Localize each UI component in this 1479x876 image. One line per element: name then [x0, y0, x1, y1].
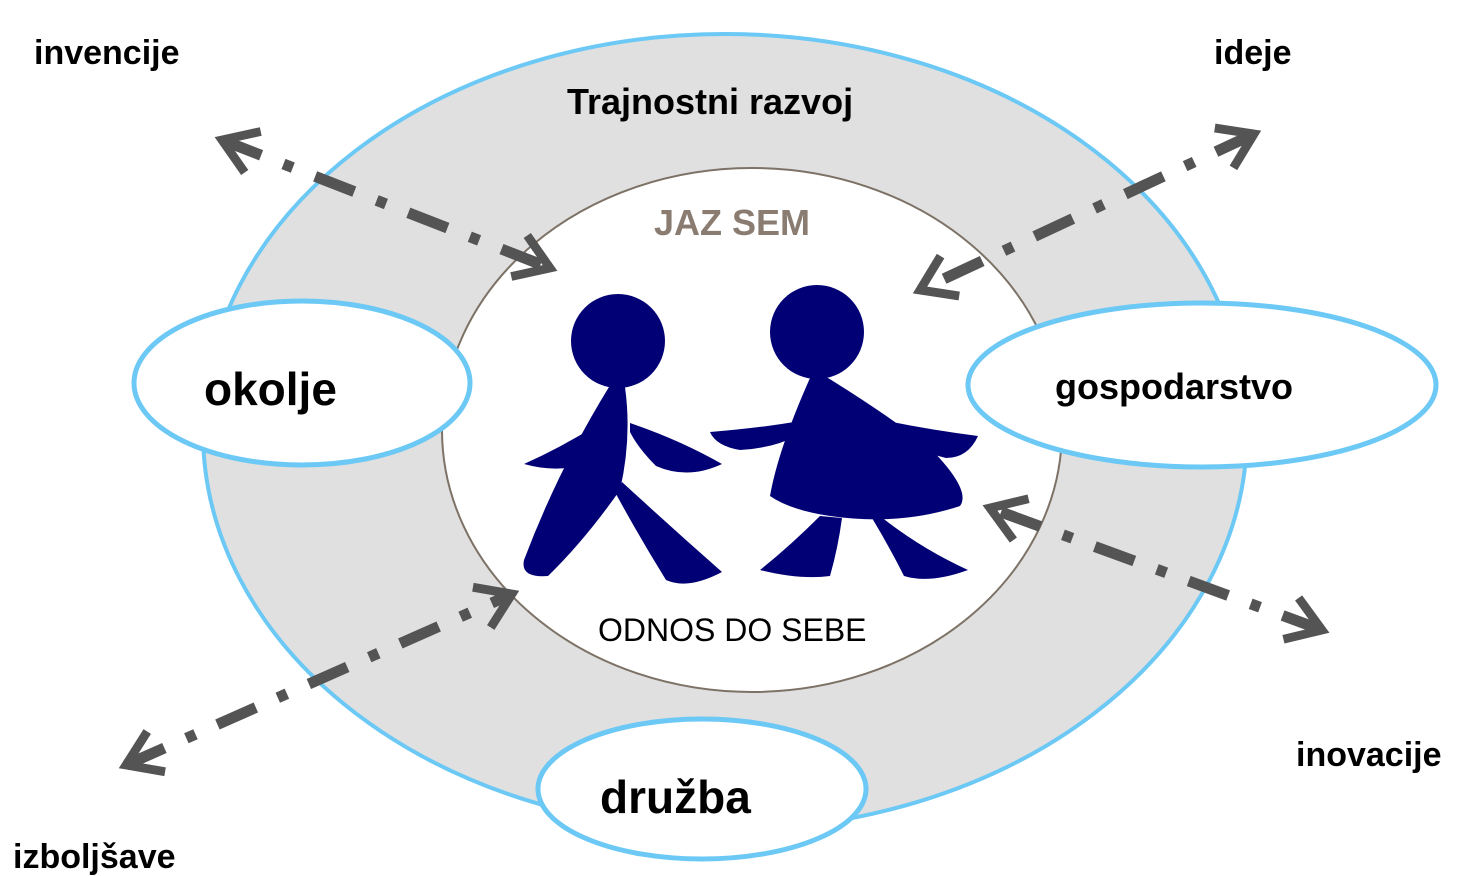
center-heading: JAZ SEM	[654, 202, 811, 243]
arrow-izboljsave	[118, 582, 520, 777]
pillar-label-druzba: družba	[600, 771, 751, 823]
children-figures-icon	[523, 285, 978, 584]
okolje-ellipse	[131, 298, 473, 468]
pillar-label-gospodarstvo: gospodarstvo	[1055, 366, 1294, 407]
outer-label-inovacije: inovacije	[1296, 736, 1442, 774]
druzba-ellipse	[535, 716, 869, 862]
arrow-ideje	[912, 123, 1262, 301]
outer-label-ideje: ideje	[1214, 34, 1292, 72]
center-caption: ODNOS DO SEBE	[598, 612, 867, 648]
gospodarstvo-ellipse	[965, 300, 1439, 470]
outer-label-izboljsave: izboljšave	[13, 838, 176, 876]
diagram-title: Trajnostni razvoj	[567, 81, 854, 122]
outer-label-invencije: invencije	[34, 34, 180, 72]
pillar-label-okolje: okolje	[204, 363, 337, 415]
